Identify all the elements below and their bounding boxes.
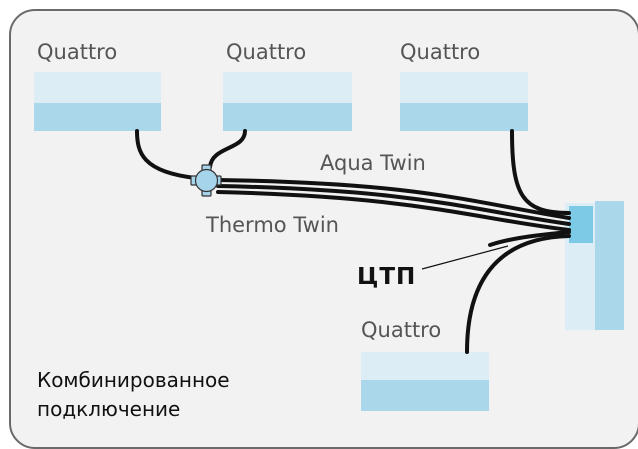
thermo-twin-line-1 (216, 178, 571, 220)
quattro-unit-4 (361, 352, 489, 411)
ctp-hub (565, 201, 624, 330)
pipe-unit2-connector (208, 129, 247, 169)
ctp-leader-line (421, 245, 509, 270)
pipe-unit4-hub (465, 234, 571, 354)
diagram-caption: Комбинированное подключение (37, 366, 230, 424)
aqua-twin-label: Aqua Twin (320, 151, 426, 175)
pipe-lower-1 (488, 230, 571, 247)
quattro-label-3: Quattro (400, 40, 481, 64)
caption-line-2: подключение (37, 397, 181, 421)
pipe-unit1-connector (135, 129, 198, 180)
pipes (135, 129, 571, 354)
quattro-unit-1 (34, 72, 161, 131)
thermo-twin-line-2 (216, 184, 571, 226)
quattro-label-2: Quattro (226, 40, 307, 64)
quattro-unit-2 (223, 72, 352, 131)
caption-line-1: Комбинированное (37, 368, 230, 392)
thermo-twin-line-3 (216, 190, 571, 232)
quattro-unit-3 (400, 72, 528, 131)
pipe-unit3-hub (510, 129, 571, 215)
quattro-label-4: Quattro (361, 318, 442, 342)
thermo-twin-label: Thermo Twin (206, 213, 339, 237)
ctp-label: ЦТП (357, 264, 417, 290)
connection-diagram (34, 72, 624, 411)
pipe-connector-icon (190, 164, 222, 197)
quattro-label-1: Quattro (37, 40, 118, 64)
